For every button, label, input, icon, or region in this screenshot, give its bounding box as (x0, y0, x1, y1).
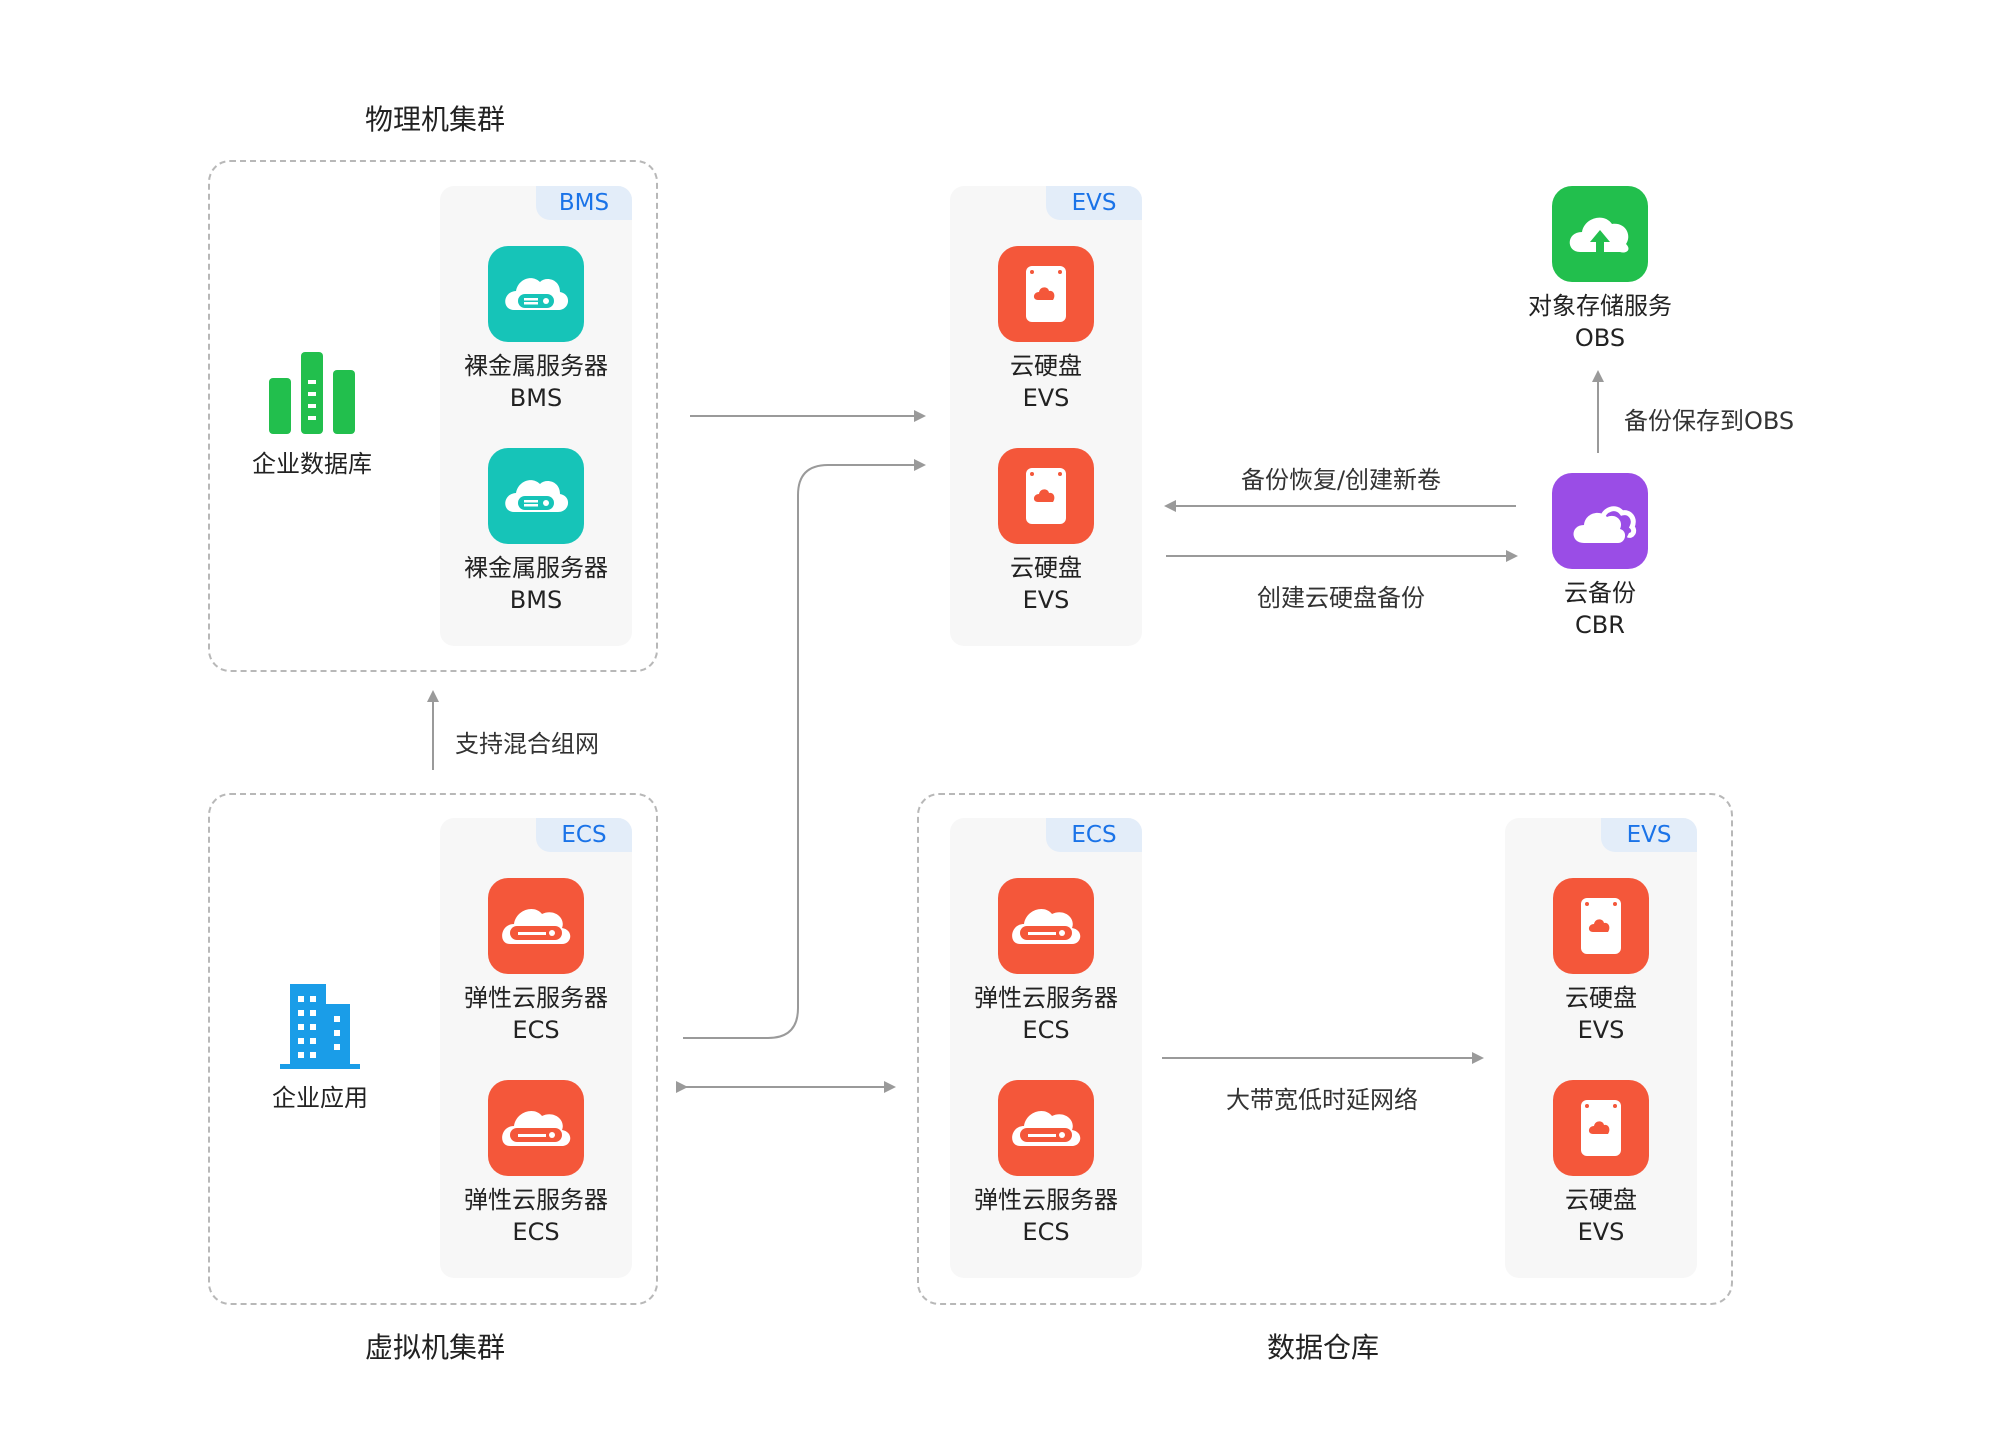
ecs-node-1: 弹性云服务器 ECS (436, 878, 636, 1046)
bms-node-2: 裸金属服务器 BMS (436, 448, 636, 616)
evs-node-2: 云硬盘 EVS (946, 448, 1146, 616)
bms-panel: BMS (440, 186, 632, 646)
edge-label-high-bandwidth: 大带宽低时延网络 (1226, 1086, 1418, 1114)
data-warehouse-group (917, 793, 1733, 1305)
elastic-cloud-server-icon (998, 1080, 1094, 1176)
dw-evs-node-2: 云硬盘 EVS (1501, 1080, 1701, 1248)
title-data-warehouse: 数据仓库 (1266, 1331, 1379, 1364)
bms1-code: BMS (509, 384, 563, 412)
ecs-to-evs-arrow (683, 459, 926, 1039)
elastic-cloud-server-icon (488, 1080, 584, 1176)
evs-tag: EVS (1046, 186, 1142, 220)
elastic-cloud-server-icon (998, 878, 1094, 974)
enterprise-app-node: 企业应用 (220, 982, 420, 1114)
edge-label-hybrid-network: 支持混合组网 (455, 730, 599, 758)
physical-cluster-group (208, 160, 658, 672)
dw-evs-node-1: 云硬盘 EVS (1501, 878, 1701, 1046)
enterprise-db-node: 企业数据库 (212, 350, 412, 480)
virtual-cluster-group (208, 793, 658, 1305)
obs-code: OBS (1574, 324, 1626, 352)
cbr-node: 云备份 CBR (1500, 473, 1700, 641)
edge-label-create-backup: 创建云硬盘备份 (1257, 584, 1425, 612)
bms2-code: BMS (509, 586, 563, 614)
cbr-code: CBR (1575, 611, 1625, 639)
cbr-name: 云备份 (1564, 579, 1636, 607)
obs-name: 对象存储服务 (1528, 292, 1672, 320)
dw-evs2-name: 云硬盘 (1565, 1186, 1637, 1214)
cloud-upload-icon (1552, 186, 1648, 282)
dw-evs-tag: EVS (1601, 818, 1697, 852)
cloud-disk-icon (1553, 878, 1649, 974)
dw-ecs2-code: ECS (1022, 1218, 1070, 1246)
evs1-code: EVS (1022, 384, 1070, 412)
cloud-disk-icon (998, 246, 1094, 342)
database-bars-icon (269, 352, 355, 434)
title-virtual-cluster: 虚拟机集群 (364, 1331, 505, 1364)
title-physical-cluster: 物理机集群 (364, 103, 505, 136)
bms-tag: BMS (536, 186, 632, 220)
evs-node-1: 云硬盘 EVS (946, 246, 1146, 414)
dw-evs1-code: EVS (1577, 1016, 1625, 1044)
bms-node-1: 裸金属服务器 BMS (436, 246, 636, 414)
evs1-name: 云硬盘 (1010, 352, 1082, 380)
dw-evs2-code: EVS (1577, 1218, 1625, 1246)
bare-metal-server-icon (488, 246, 584, 342)
dw-ecs-tag: ECS (1046, 818, 1142, 852)
ecs2-code: ECS (512, 1218, 560, 1246)
dw-evs1-name: 云硬盘 (1565, 984, 1637, 1012)
ecs1-name: 弹性云服务器 (464, 984, 608, 1012)
bms2-name: 裸金属服务器 (464, 554, 608, 582)
dw-ecs1-name: 弹性云服务器 (974, 984, 1118, 1012)
dw-ecs2-name: 弹性云服务器 (974, 1186, 1118, 1214)
edge-label-backup-to-obs: 备份保存到OBS (1624, 407, 1795, 435)
evs2-code: EVS (1022, 586, 1070, 614)
dw-ecs-node-2: 弹性云服务器 ECS (946, 1080, 1146, 1248)
edge-label-restore: 备份恢复/创建新卷 (1240, 466, 1442, 494)
dw-ecs1-code: ECS (1022, 1016, 1070, 1044)
building-icon (280, 984, 360, 1069)
bms1-name: 裸金属服务器 (464, 352, 608, 380)
ecs1-code: ECS (512, 1016, 560, 1044)
cloud-disk-icon (998, 448, 1094, 544)
ecs2-name: 弹性云服务器 (464, 1186, 608, 1214)
enterprise-app-label: 企业应用 (272, 1084, 368, 1112)
cloud-disk-icon (1553, 1080, 1649, 1176)
dw-ecs-node-1: 弹性云服务器 ECS (946, 878, 1146, 1046)
enterprise-db-label: 企业数据库 (252, 450, 372, 478)
cloud-backup-icon (1552, 473, 1648, 569)
obs-node: 对象存储服务 OBS (1500, 186, 1700, 354)
ecs-node-2: 弹性云服务器 ECS (436, 1080, 636, 1248)
ecs-tag: ECS (536, 818, 632, 852)
elastic-cloud-server-icon (488, 878, 584, 974)
evs2-name: 云硬盘 (1010, 554, 1082, 582)
bare-metal-server-icon (488, 448, 584, 544)
